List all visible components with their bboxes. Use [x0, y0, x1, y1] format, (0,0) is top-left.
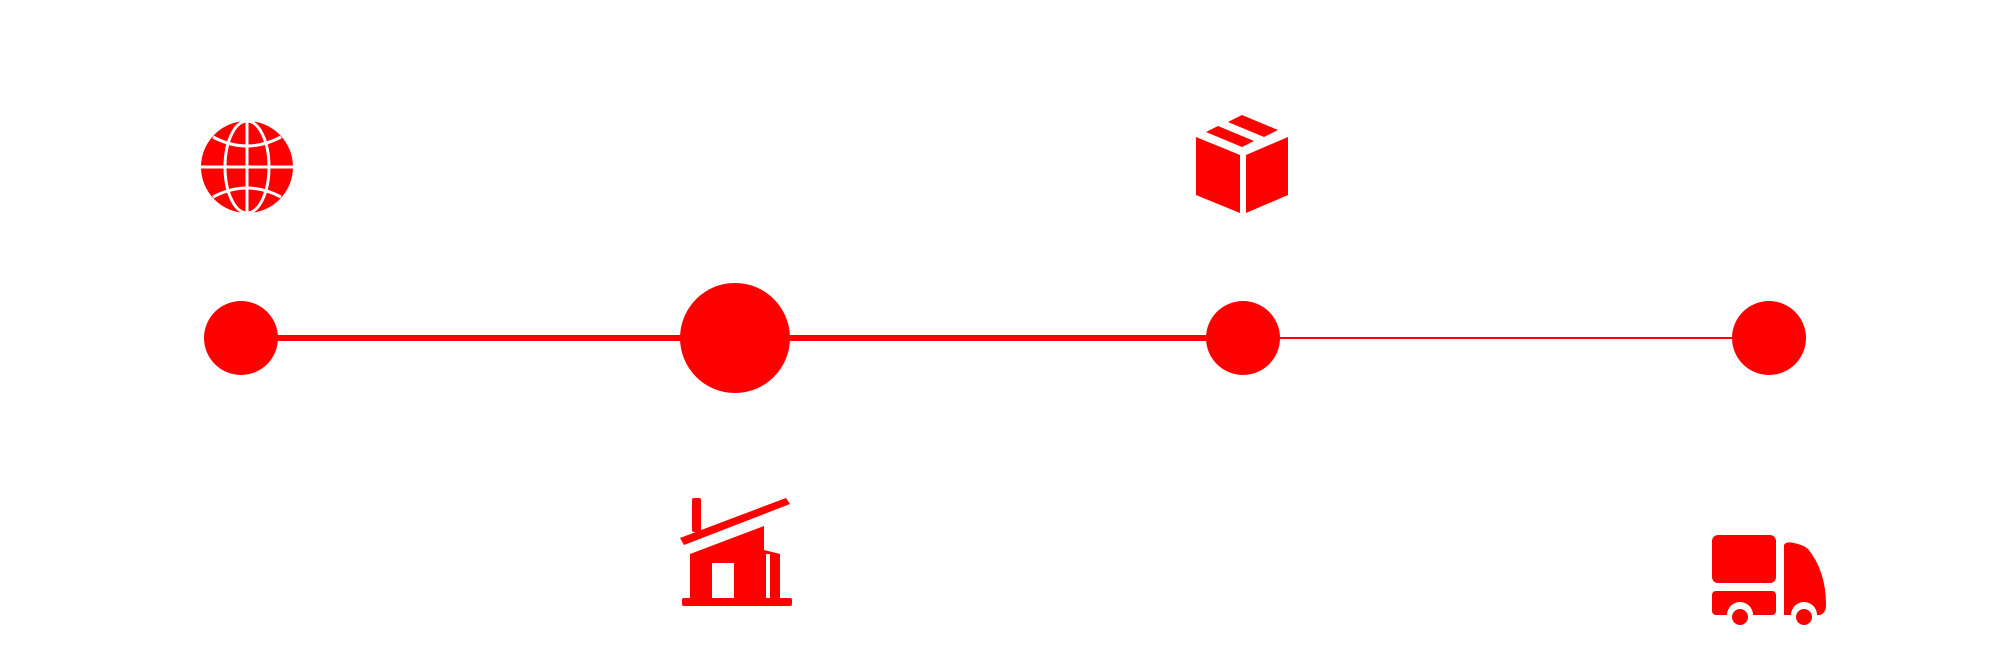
- timeline-node-4: [1732, 301, 1806, 375]
- timeline-node-3: [1206, 301, 1280, 375]
- warehouse-icon: [680, 498, 794, 606]
- timeline-node-1: [204, 301, 278, 375]
- globe-icon: [199, 119, 295, 215]
- package-icon: [1194, 115, 1290, 213]
- delivery-truck-icon: [1710, 535, 1828, 627]
- timeline-node-2-active: [680, 283, 790, 393]
- timeline-connector: [1243, 337, 1769, 339]
